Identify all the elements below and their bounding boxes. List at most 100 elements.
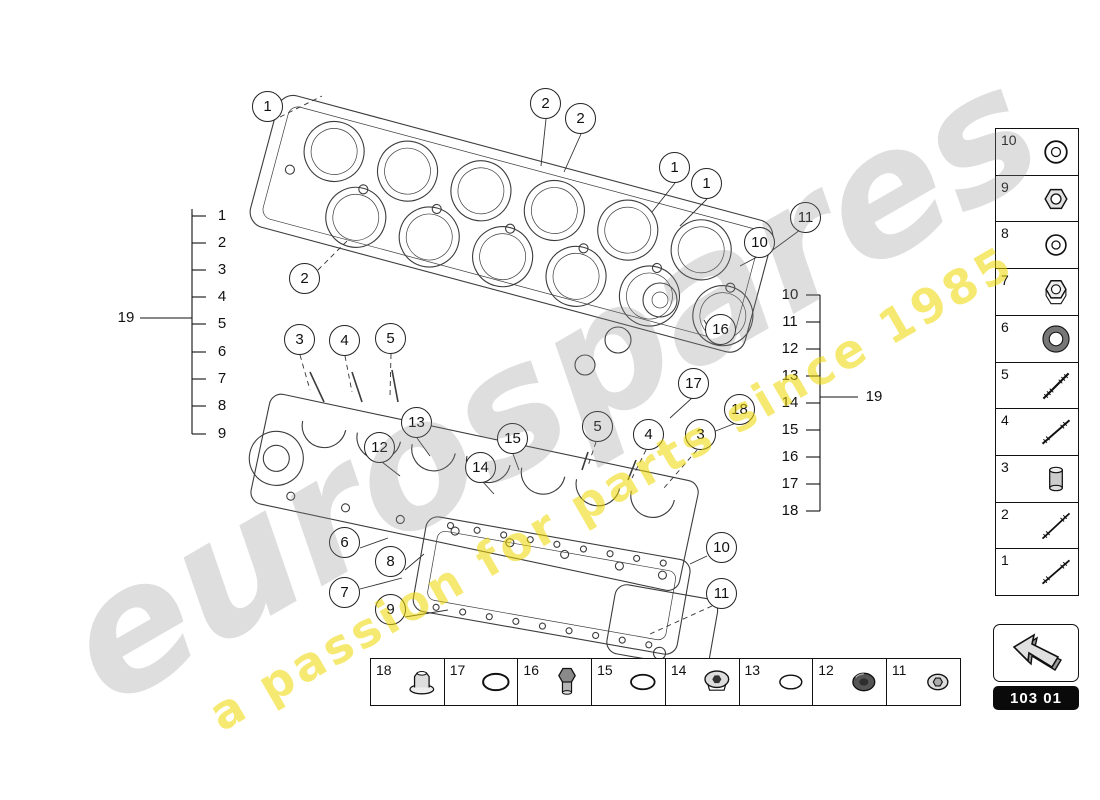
legend-cell-8[interactable]: 8: [995, 221, 1079, 270]
legend-cell-1[interactable]: 1: [995, 548, 1079, 597]
part-callout[interactable]: 2: [565, 103, 596, 134]
flat-washer-icon: [1038, 227, 1074, 263]
part-number: 15: [597, 662, 613, 678]
legend-cell-11[interactable]: 11: [885, 658, 961, 706]
part-callout[interactable]: 3: [685, 419, 716, 450]
dowel-sleeve-icon: [1038, 461, 1074, 497]
legend-cell-2[interactable]: 2: [995, 501, 1079, 550]
part-number: 17: [449, 662, 466, 678]
legend-cell-14[interactable]: 14: [664, 658, 740, 706]
parts-legend-strip: 18 17 16 15 14: [370, 658, 961, 706]
stud-bolt-icon: [1038, 508, 1074, 544]
legend-cell-4[interactable]: 4: [995, 408, 1079, 457]
part-number: 2: [1001, 505, 1009, 522]
group-item-number: 4: [217, 288, 227, 305]
part-number: 13: [744, 662, 761, 678]
part-callout[interactable]: 12: [364, 432, 395, 463]
part-callout[interactable]: 10: [744, 227, 775, 258]
group-item-number: 10: [781, 286, 799, 303]
group-item-number: 8: [217, 397, 227, 414]
part-number: 10: [1001, 132, 1017, 148]
group-label-19: 19: [117, 309, 135, 326]
legend-cell-16[interactable]: 16: [517, 658, 593, 706]
part-callout[interactable]: 18: [724, 394, 755, 425]
group-item-number: 14: [781, 394, 799, 411]
hex-nut-icon: [1038, 181, 1074, 217]
group-item-number: 5: [217, 315, 227, 332]
diagram-footer: 103 01: [993, 624, 1079, 710]
part-callout[interactable]: 2: [289, 263, 320, 294]
part-number: 1: [1001, 552, 1009, 569]
o-ring-icon: [621, 662, 661, 702]
part-number: 16: [523, 662, 539, 678]
part-callout[interactable]: 13: [401, 407, 432, 438]
part-callout[interactable]: 9: [375, 594, 406, 625]
hex-socket-plug-icon: [916, 662, 956, 702]
diagram-code[interactable]: 103 01: [993, 686, 1079, 710]
part-number: 14: [670, 662, 687, 678]
o-ring-icon: [474, 662, 514, 702]
part-number: 7: [1001, 272, 1009, 289]
group-item-number: 17: [781, 475, 799, 492]
group-item-number: 6: [217, 343, 227, 360]
part-number: 11: [891, 662, 907, 678]
part-callout[interactable]: 4: [329, 325, 360, 356]
group-item-number: 13: [781, 367, 799, 384]
cover-plug-icon: [842, 662, 882, 702]
part-callout[interactable]: 16: [705, 314, 736, 345]
part-callout[interactable]: 3: [284, 324, 315, 355]
hex-flange-plug-icon: [400, 662, 440, 702]
group-item-number: 9: [217, 425, 227, 442]
group-item-number: 12: [781, 340, 799, 357]
parts-legend-panel: 10 9 8 7 6: [995, 128, 1079, 597]
part-callout[interactable]: 1: [252, 91, 283, 122]
group-item-number: 11: [782, 313, 798, 330]
socket-plug-icon: [695, 662, 735, 702]
part-callout[interactable]: 7: [329, 577, 360, 608]
part-callout[interactable]: 5: [375, 323, 406, 354]
stud-bolt-icon: [1038, 368, 1074, 404]
flat-washer-icon: [1038, 134, 1074, 170]
part-number: 3: [1001, 458, 1009, 475]
part-callout[interactable]: 2: [530, 88, 561, 119]
legend-cell-3[interactable]: 3: [995, 454, 1079, 503]
legend-cell-17[interactable]: 17: [443, 658, 519, 706]
part-callout[interactable]: 4: [633, 419, 664, 450]
group-item-number: 16: [781, 448, 799, 465]
part-number: 8: [1001, 225, 1009, 242]
part-callout[interactable]: 15: [497, 423, 528, 454]
part-number: 6: [1001, 318, 1009, 335]
hex-nut-icon: [1038, 274, 1074, 310]
group-item-number: 2: [217, 234, 227, 251]
o-ring-icon: [769, 662, 809, 702]
legend-cell-12[interactable]: 12: [812, 658, 888, 706]
part-number: 9: [1001, 178, 1009, 195]
part-callout[interactable]: 1: [691, 168, 722, 199]
group-item-number: 18: [781, 502, 799, 519]
legend-cell-5[interactable]: 5: [995, 361, 1079, 410]
part-callout[interactable]: 17: [678, 368, 709, 399]
legend-cell-9[interactable]: 9: [995, 174, 1079, 223]
back-arrow-button[interactable]: [993, 624, 1079, 682]
part-callout[interactable]: 10: [706, 532, 737, 563]
group-item-number: 7: [217, 370, 227, 387]
legend-cell-7[interactable]: 7: [995, 268, 1079, 317]
screw-plug-icon: [547, 662, 587, 702]
part-callout[interactable]: 11: [706, 578, 737, 609]
part-callout[interactable]: 11: [790, 202, 821, 233]
part-callout[interactable]: 6: [329, 527, 360, 558]
part-callout[interactable]: 5: [582, 411, 613, 442]
part-number: 5: [1001, 365, 1009, 382]
legend-cell-6[interactable]: 6: [995, 314, 1079, 363]
part-callout[interactable]: 1: [659, 152, 690, 183]
part-callout[interactable]: 8: [375, 546, 406, 577]
back-arrow-icon: [1005, 630, 1067, 676]
legend-cell-10[interactable]: 10: [995, 128, 1079, 176]
legend-cell-18[interactable]: 18: [370, 658, 445, 706]
part-number: 18: [376, 662, 392, 678]
legend-cell-13[interactable]: 13: [738, 658, 814, 706]
part-callout[interactable]: 14: [465, 452, 496, 483]
seal-ring-icon: [1038, 321, 1074, 357]
legend-cell-15[interactable]: 15: [591, 658, 667, 706]
